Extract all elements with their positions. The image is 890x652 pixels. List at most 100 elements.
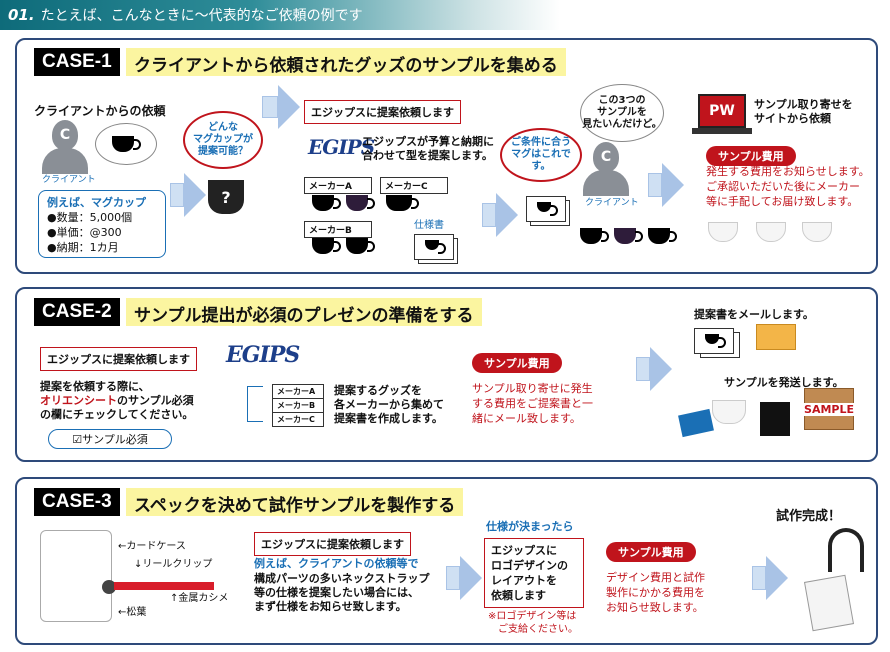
case1-example-title: 例えば、マグカップ	[47, 196, 146, 209]
laptop-icon: PW	[698, 94, 746, 128]
case1-tag: CASE-1	[34, 48, 120, 76]
case3-title: スペックを決めて試作サンプルを製作する	[126, 488, 464, 516]
sample-box-icon: SAMPLE	[802, 388, 856, 430]
case2-desc-2-line: オリエンシートのサンプル必須	[40, 394, 194, 408]
mug-a2-icon	[346, 195, 375, 211]
case3-request-box: エジップスに提案依頼します	[254, 532, 411, 556]
case3-fee-text-2: 製作にかかる費用を	[606, 586, 705, 599]
mug-pick1-icon	[580, 228, 609, 244]
section-title: たとえば、こんなときに～代表的なご依頼の例です	[40, 8, 363, 24]
case3-arrow-2	[752, 566, 766, 590]
case1-order-text-2: サイトから依頼	[754, 112, 831, 125]
case1-request-box: エジップスに提案依頼します	[304, 100, 461, 124]
case1-fee-pill: サンプル費用	[706, 146, 796, 166]
case3-done: 試作完成！	[776, 509, 842, 524]
mug-pick3-icon	[648, 228, 677, 244]
mug-pick2-icon	[614, 228, 643, 244]
case2-make-text-3: 提案書を作成します。	[334, 412, 443, 425]
case3-part-reel-clip: ↓リールクリップ	[134, 559, 213, 570]
case1-title: クライアントから依頼されたグッズのサンプルを集める	[126, 48, 566, 76]
case1-fee-text-2: ご承認いただいた後にメーカー	[706, 180, 860, 193]
case1-arrow-3-head	[496, 193, 518, 237]
case1-arrow-2	[262, 96, 278, 118]
case3-logo-box-4: 依頼します	[491, 589, 546, 602]
case1-arrow-3	[482, 203, 496, 227]
case1-spec-sheet-label: 仕様書	[414, 220, 444, 231]
egips-logo: EGIPS	[308, 135, 375, 159]
case2-request-box: エジップスに提案依頼します	[40, 347, 197, 371]
client-avatar-2-letter: C	[593, 142, 619, 172]
case2-desc-3: の欄にチェックしてください。	[40, 408, 194, 421]
case3-desc-1: 構成パーツの多いネックストラップ	[254, 572, 430, 585]
case2-ship-text: サンプルを発送します。	[724, 376, 844, 389]
case2-maker-c: メーカーC	[272, 412, 324, 427]
case2-tag: CASE-2	[34, 298, 120, 326]
case3-note-2: ご支給ください。	[498, 624, 578, 635]
sample-required-label: ☑サンプル必須	[72, 433, 148, 446]
case3-arrow-2-head	[766, 556, 788, 600]
proposal-sheet-icon-2	[526, 196, 566, 222]
case2-fee-text-1: サンプル取り寄せに発生	[472, 382, 593, 395]
spec-sheet-icon-2	[414, 234, 454, 260]
case1-spec-deadline: ●納期：1カ月	[47, 241, 119, 254]
case1-arrow-1-head	[184, 173, 206, 217]
client-avatar: C	[42, 120, 88, 174]
case2-make-text-2: 各メーカーから集めて	[334, 398, 444, 411]
mug-icon	[112, 136, 141, 152]
pw-logo: PW	[709, 103, 735, 119]
tote-bag-icon	[760, 402, 790, 436]
case3-arrow-1	[446, 566, 460, 590]
case1-client-request: クライアントからの依頼	[34, 104, 166, 118]
case2-fee-pill: サンプル費用	[472, 353, 562, 373]
case3-fee-text-1: デザイン費用と試作	[606, 571, 705, 584]
mug-c1-icon	[386, 195, 419, 211]
case1-fee-text-3: 等に手配してお届け致します。	[706, 195, 859, 208]
case1-client-bubble: この3つの サンプルを 見たいんだけど。	[580, 84, 664, 142]
case3-decided: 仕様が決まったら	[486, 520, 574, 533]
case3-logo-box-1: エジップスに	[491, 544, 557, 557]
case2-desc-1: 提案を依頼する際に、	[40, 380, 150, 393]
case3-logo-box: エジップスに ロゴデザインの レイアウトを 依頼します	[484, 538, 584, 608]
case2-maker-a: メーカーA	[272, 384, 324, 399]
case1-arrow-4	[648, 173, 662, 197]
case1-suggest-bubble: ご条件に合う マグはこれです。	[500, 128, 582, 182]
client-avatar-letter: C	[52, 120, 78, 150]
case2-fee-text-2: する費用をご提案書と一	[472, 397, 593, 410]
case1-spec-price: ●単価：@300	[47, 226, 122, 239]
egips-logo-2: EGIPS	[226, 342, 300, 368]
lanyard-card-icon	[803, 574, 855, 632]
case3-arrow-1-head	[460, 556, 482, 600]
case1-fee-text-1: 発生する費用をお知らせします。	[706, 165, 870, 178]
section-header: 01. たとえば、こんなときに～代表的なご依頼の例です	[0, 0, 560, 30]
case3-desc-2: 等の仕様を提案したい場合には、	[254, 586, 419, 599]
strap-reel-icon	[102, 580, 116, 594]
mug-a1-icon	[312, 195, 341, 211]
case1-order-text-1: サンプル取り寄せを	[754, 98, 853, 111]
case3-logo-box-3: レイアウトを	[491, 574, 557, 587]
case1-question-bubble: どんな マグカップが 提案可能？	[183, 111, 263, 169]
case1-spec-qty: ●数量：5,000個	[47, 211, 133, 224]
sample-mug-icon	[712, 400, 746, 424]
strap-drawing	[40, 530, 112, 622]
mug-b2-icon	[346, 238, 375, 254]
case1-arrow-1	[170, 183, 184, 207]
client-avatar-2: C	[583, 142, 629, 196]
case1-maker-c: メーカーC	[380, 177, 448, 194]
case2-arrow-head	[650, 347, 672, 391]
case1-example-box: 例えば、マグカップ ●数量：5,000個 ●単価：@300 ●納期：1カ月	[38, 190, 166, 258]
case2-desc-2: のサンプル必須	[117, 394, 194, 407]
case3-note-1: ※ロゴデザイン等は	[488, 611, 577, 622]
laptop-keyboard	[692, 128, 752, 134]
mail-proposal-icon-2	[694, 328, 734, 354]
case1-egips-text-1: エジップスが予算と納期に	[362, 135, 494, 148]
case1-maker-a: メーカーA	[304, 177, 372, 194]
lanyard-strap	[828, 528, 864, 572]
case3-example: 例えば、クライアントの依頼等で	[254, 557, 419, 570]
case1-client-label-2: クライアント	[585, 198, 639, 208]
case3-fee-text-3: お知らせ致します。	[606, 601, 704, 614]
sample-required-checkbox[interactable]: ☑サンプル必須	[48, 429, 172, 449]
case2-fee-text-3: 緒にメール致します。	[472, 412, 581, 425]
case3-part-matsuba: ←松葉	[118, 607, 147, 618]
case1-arrow-4-head	[662, 163, 684, 207]
case3-tag: CASE-3	[34, 488, 120, 516]
